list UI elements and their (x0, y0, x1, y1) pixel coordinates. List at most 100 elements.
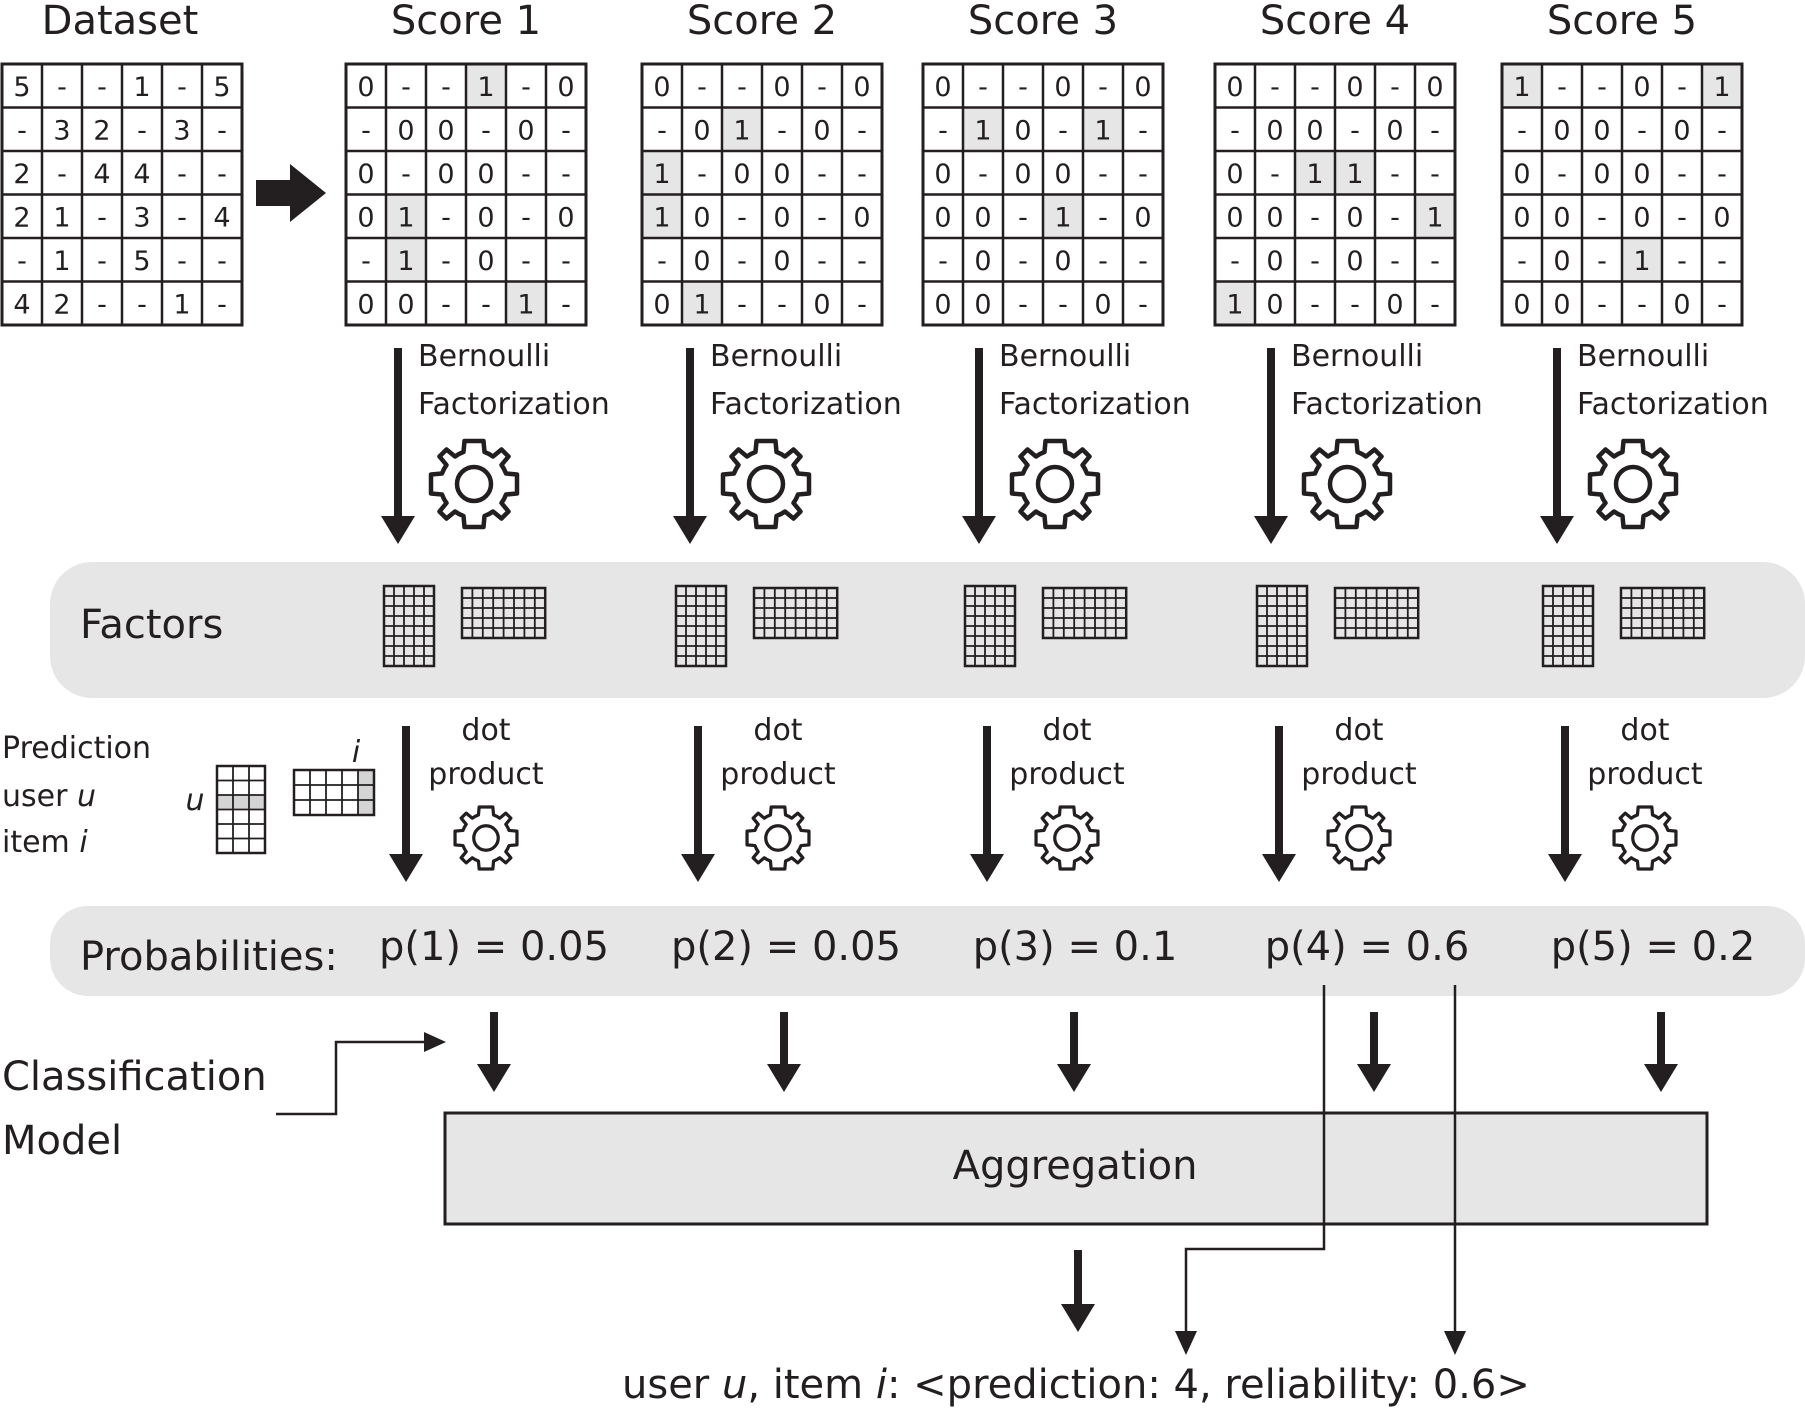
probability-value: p(1) = 0.05 (379, 924, 609, 970)
factorization-arrow (1254, 348, 1288, 544)
matrix-cell: 0 (477, 246, 494, 277)
matrix-cell: 0 (357, 72, 374, 103)
matrix-cell: - (521, 246, 531, 277)
matrix-cell: - (137, 115, 147, 146)
matrix-cell: 0 (1553, 246, 1570, 277)
matrix-cell: 1 (1346, 159, 1363, 190)
matrix-cell: 0 (397, 289, 414, 320)
highlight-cell (506, 281, 546, 325)
highlight-cell (642, 194, 682, 238)
matrix-cell: 0 (397, 115, 414, 146)
matrix-cell: 0 (557, 202, 574, 233)
matrix-cell: - (1677, 202, 1687, 233)
matrix-cell: - (657, 115, 667, 146)
matrix-cell: - (177, 246, 187, 277)
product-label: product (720, 757, 836, 792)
matrix-cell: - (857, 246, 867, 277)
matrix-cell: - (1717, 246, 1727, 277)
factorization-label-1: Bernoulli (710, 339, 842, 374)
matrix-cell: 0 (773, 202, 790, 233)
matrix-cell: 0 (1553, 202, 1570, 233)
gear-icon (1304, 441, 1390, 527)
matrix-cell: 0 (357, 159, 374, 190)
matrix-cell: 1 (397, 246, 414, 277)
item-factor-icon (752, 586, 839, 640)
matrix-cell: 0 (1346, 72, 1363, 103)
factorization-label-1: Bernoulli (418, 339, 550, 374)
matrix-cell: 0 (1134, 72, 1151, 103)
matrix-cell: - (1058, 289, 1068, 320)
matrix-cell: - (217, 159, 227, 190)
prediction-factor-icons (215, 764, 376, 855)
matrix-cell: - (777, 115, 787, 146)
matrix-cell: - (481, 115, 491, 146)
matrix-cell: 0 (1513, 159, 1530, 190)
dot-product-arrow (389, 726, 423, 882)
matrix-cell: - (1677, 159, 1687, 190)
score-title: Score 2 (687, 0, 837, 44)
matrix-cell: 0 (1266, 202, 1283, 233)
matrix-cell: 0 (1266, 246, 1283, 277)
gear-icon (1612, 805, 1678, 871)
matrix-cell: 0 (1054, 72, 1071, 103)
matrix-cell: - (57, 72, 67, 103)
matrix-cell: 0 (974, 202, 991, 233)
prediction-label: Prediction (2, 731, 151, 766)
matrix-cell: 0 (653, 289, 670, 320)
matrix-cell: - (561, 289, 571, 320)
matrix-cell: - (938, 246, 948, 277)
item-factor-icon (1333, 586, 1420, 640)
matrix-cell: - (561, 159, 571, 190)
factorization-arrow (673, 348, 707, 544)
matrix-cell: - (177, 202, 187, 233)
factorization-label-1: Bernoulli (1577, 339, 1709, 374)
dot-product-arrow (681, 726, 715, 882)
highlight-cell (386, 194, 426, 238)
matrix-cell: 2 (13, 202, 30, 233)
matrix-cell: 2 (13, 159, 30, 190)
product-label: product (428, 757, 544, 792)
matrix-cell: 0 (1226, 202, 1243, 233)
matrix-cell: 1 (517, 289, 534, 320)
matrix-cell: 0 (1633, 159, 1650, 190)
matrix-cell: 0 (853, 72, 870, 103)
matrix-cell: 5 (13, 72, 30, 103)
matrix-cell: - (857, 159, 867, 190)
matrix-cell: 0 (1306, 115, 1323, 146)
highlight-cell (1295, 151, 1335, 195)
matrix-cell: 0 (1426, 72, 1443, 103)
score-title: Score 1 (391, 0, 541, 44)
matrix-cell: - (817, 246, 827, 277)
probabilities-label: Probabilities: (80, 934, 338, 980)
classification-label: Classification (2, 1054, 267, 1100)
matrix-cell: - (1310, 72, 1320, 103)
matrix-cell: - (217, 246, 227, 277)
highlight-cell (1083, 107, 1123, 151)
matrix-cell: 1 (1306, 159, 1323, 190)
classification-pointer-head (424, 1032, 446, 1052)
highlight-cell (642, 151, 682, 195)
matrix-cell: - (481, 289, 491, 320)
matrix-cell: 0 (1633, 202, 1650, 233)
matrix-cell: - (1230, 115, 1240, 146)
matrix-cell: 3 (133, 202, 150, 233)
matrix-cell: - (737, 246, 747, 277)
matrix-cell: 0 (1346, 246, 1363, 277)
matrix-cell: 0 (853, 202, 870, 233)
aggregation-input-arrow (1357, 1012, 1391, 1092)
gear-icon (745, 805, 811, 871)
matrix-cell: - (1270, 72, 1280, 103)
matrix-cell: 0 (1134, 202, 1151, 233)
matrix-cell: - (401, 159, 411, 190)
matrix-cell: - (817, 159, 827, 190)
matrix-cell: 0 (357, 202, 374, 233)
gear-icon (1034, 805, 1100, 871)
result-text: user u, item i: <prediction: 4, reliabil… (622, 1362, 1530, 1408)
factorization-arrow (381, 348, 415, 544)
matrix-cell: - (1098, 159, 1108, 190)
probability-value: p(2) = 0.05 (671, 924, 901, 970)
matrix-cell: 0 (1593, 159, 1610, 190)
matrix-cell: 0 (1054, 159, 1071, 190)
